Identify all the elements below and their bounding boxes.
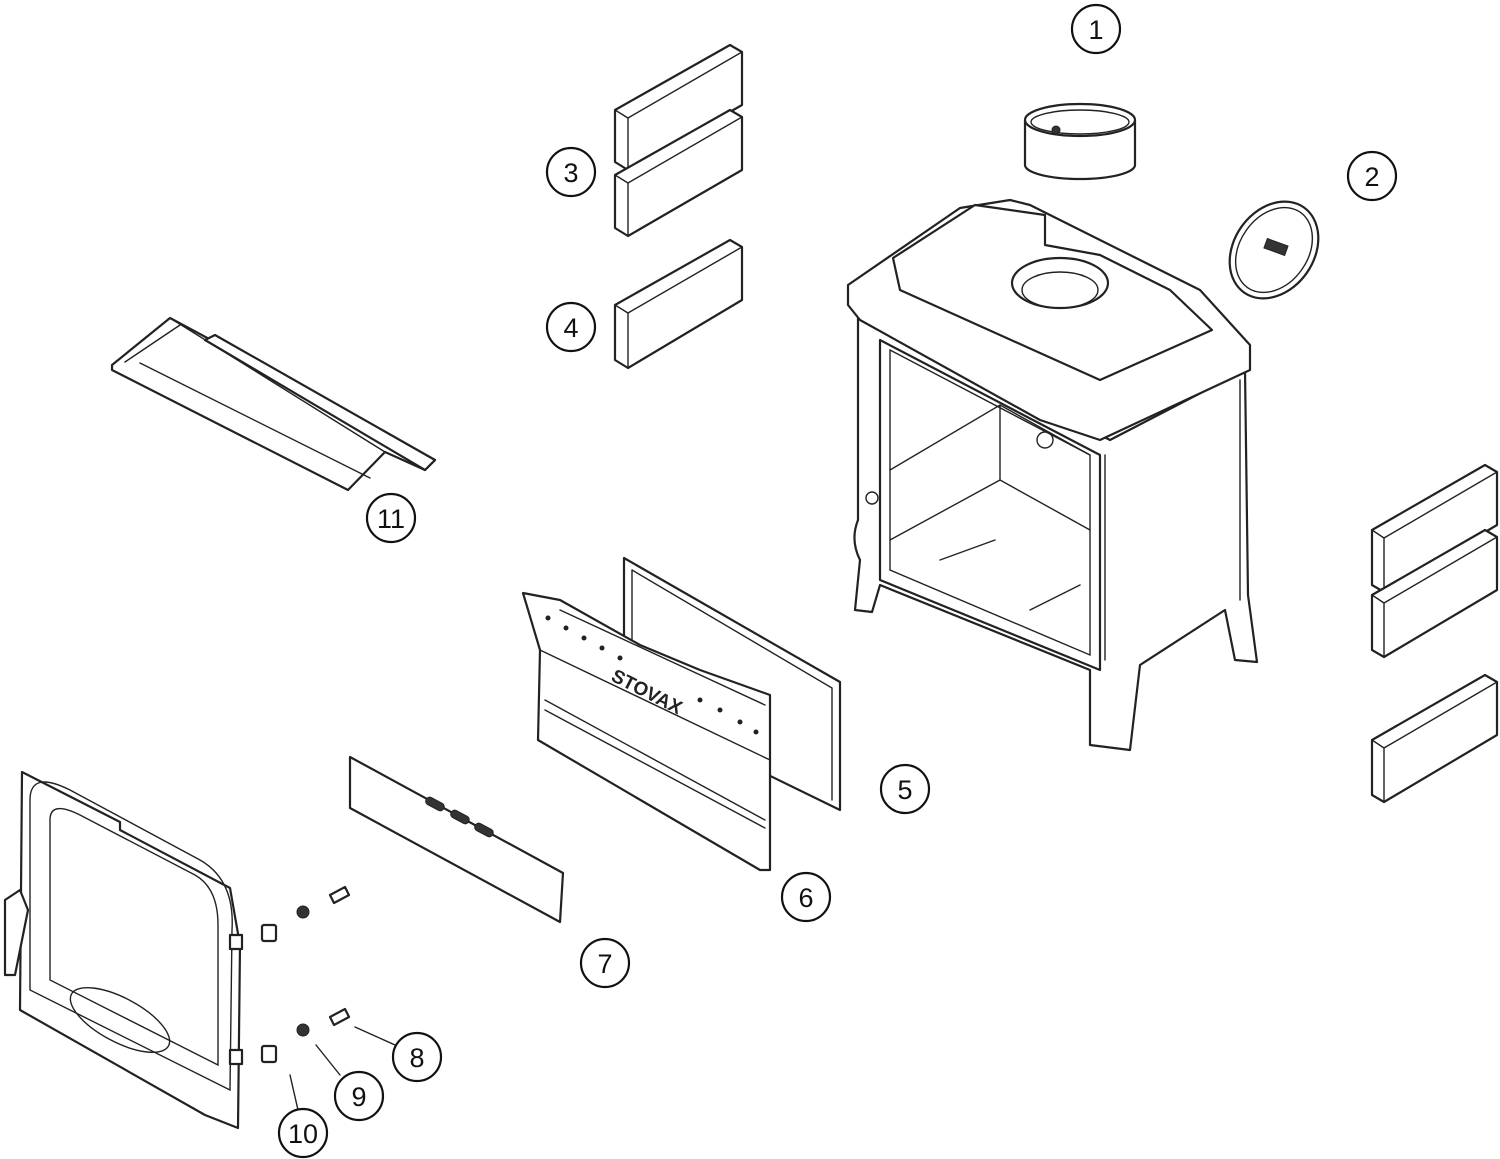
stove-door bbox=[3, 770, 244, 1130]
callout-5: 5 bbox=[879, 763, 931, 815]
svg-text:7: 7 bbox=[597, 949, 612, 979]
callout-3: 3 bbox=[545, 146, 597, 198]
callout-6: 6 bbox=[780, 871, 832, 923]
rear-firebricks bbox=[613, 43, 744, 238]
svg-text:5: 5 bbox=[897, 775, 912, 805]
svg-text:10: 10 bbox=[288, 1119, 318, 1149]
fuel-retainer bbox=[348, 755, 565, 924]
blanking-plate bbox=[1228, 200, 1320, 300]
svg-text:6: 6 bbox=[798, 883, 813, 913]
svg-text:3: 3 bbox=[563, 158, 578, 188]
svg-text:2: 2 bbox=[1364, 162, 1379, 192]
callout-1: 1 bbox=[1070, 3, 1122, 55]
callout-11: 11 bbox=[365, 492, 417, 544]
callout-9: 9 bbox=[333, 1070, 385, 1122]
airwash-plate: STOVAX bbox=[521, 591, 772, 872]
callout-4: 4 bbox=[545, 301, 597, 353]
svg-text:11: 11 bbox=[377, 504, 405, 534]
baffle bbox=[110, 316, 437, 492]
svg-text:1: 1 bbox=[1088, 15, 1103, 45]
lower-rear-firebrick bbox=[613, 238, 744, 370]
hinge-parts bbox=[260, 885, 396, 1111]
side-firebricks bbox=[1370, 463, 1499, 804]
svg-text:8: 8 bbox=[409, 1043, 424, 1073]
callout-8: 8 bbox=[391, 1031, 443, 1083]
callout-10: 10 bbox=[277, 1107, 329, 1159]
callout-7: 7 bbox=[579, 937, 631, 989]
svg-text:9: 9 bbox=[351, 1082, 366, 1112]
svg-text:4: 4 bbox=[563, 313, 578, 343]
stove-body bbox=[846, 198, 1259, 752]
callout-2: 2 bbox=[1346, 150, 1398, 202]
flue-collar bbox=[1023, 102, 1137, 181]
